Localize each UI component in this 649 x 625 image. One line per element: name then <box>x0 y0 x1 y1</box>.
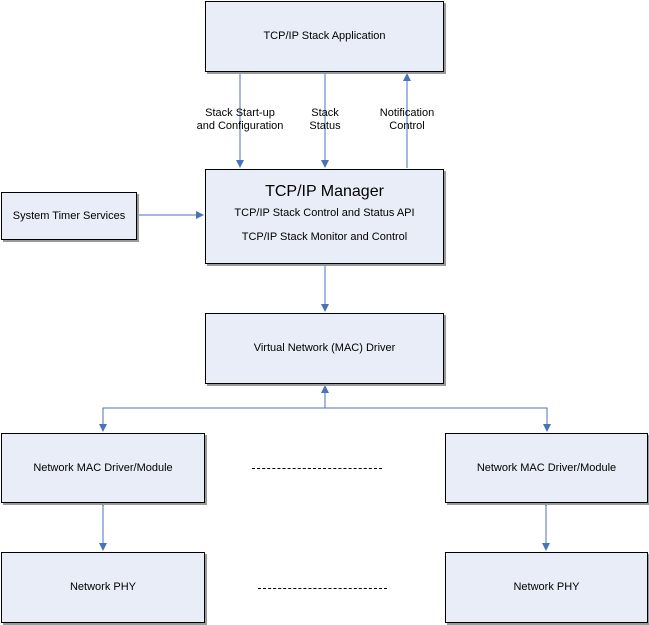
stack-application-box: TCP/IP Stack Application <box>205 1 444 72</box>
tcpip-manager-api-label: TCP/IP Stack Control and Status API <box>234 207 415 219</box>
tcpip-manager-monitor-label: TCP/IP Stack Monitor and Control <box>241 231 408 243</box>
tcpip-manager-box: TCP/IP Manager TCP/IP Stack Control and … <box>205 169 444 264</box>
phy-left-box: Network PHY <box>1 552 205 623</box>
stack-status-line1: Stack <box>311 107 339 119</box>
mac-driver-right-box: Network MAC Driver/Module <box>445 433 648 503</box>
phy-left-label: Network PHY <box>69 581 137 593</box>
notification-control-label: Notification Control <box>372 107 442 133</box>
stack-application-label: TCP/IP Stack Application <box>263 30 386 42</box>
notification-control-line1: Notification <box>379 107 435 119</box>
startup-config-label: Stack Start-up and Configuration <box>190 107 290 133</box>
virtual-network-driver-box: Virtual Network (MAC) Driver <box>205 313 444 384</box>
mac-driver-right-label: Network MAC Driver/Module <box>476 461 617 474</box>
phy-right-label: Network PHY <box>513 581 580 593</box>
mac-driver-left-label: Network MAC Driver/Module <box>33 461 173 474</box>
startup-config-line2: and Configuration <box>196 120 284 132</box>
system-timer-label: System Timer Services <box>12 209 126 222</box>
tcpip-manager-title: TCP/IP Manager <box>265 183 384 200</box>
stack-status-line2: Status <box>309 120 341 132</box>
phy-right-box: Network PHY <box>445 552 648 623</box>
notification-control-line2: Control <box>389 120 425 132</box>
system-timer-box: System Timer Services <box>1 192 137 240</box>
virtual-mac-bus <box>102 407 548 431</box>
stack-status-label: Stack Status <box>300 107 350 133</box>
virtual-network-driver-label: Virtual Network (MAC) Driver <box>253 342 396 354</box>
phy-ellipsis-dashes <box>258 588 387 589</box>
mac-driver-left-box: Network MAC Driver/Module <box>1 433 205 503</box>
startup-config-line1: Stack Start-up <box>205 107 275 119</box>
mac-ellipsis-dashes <box>252 468 382 469</box>
